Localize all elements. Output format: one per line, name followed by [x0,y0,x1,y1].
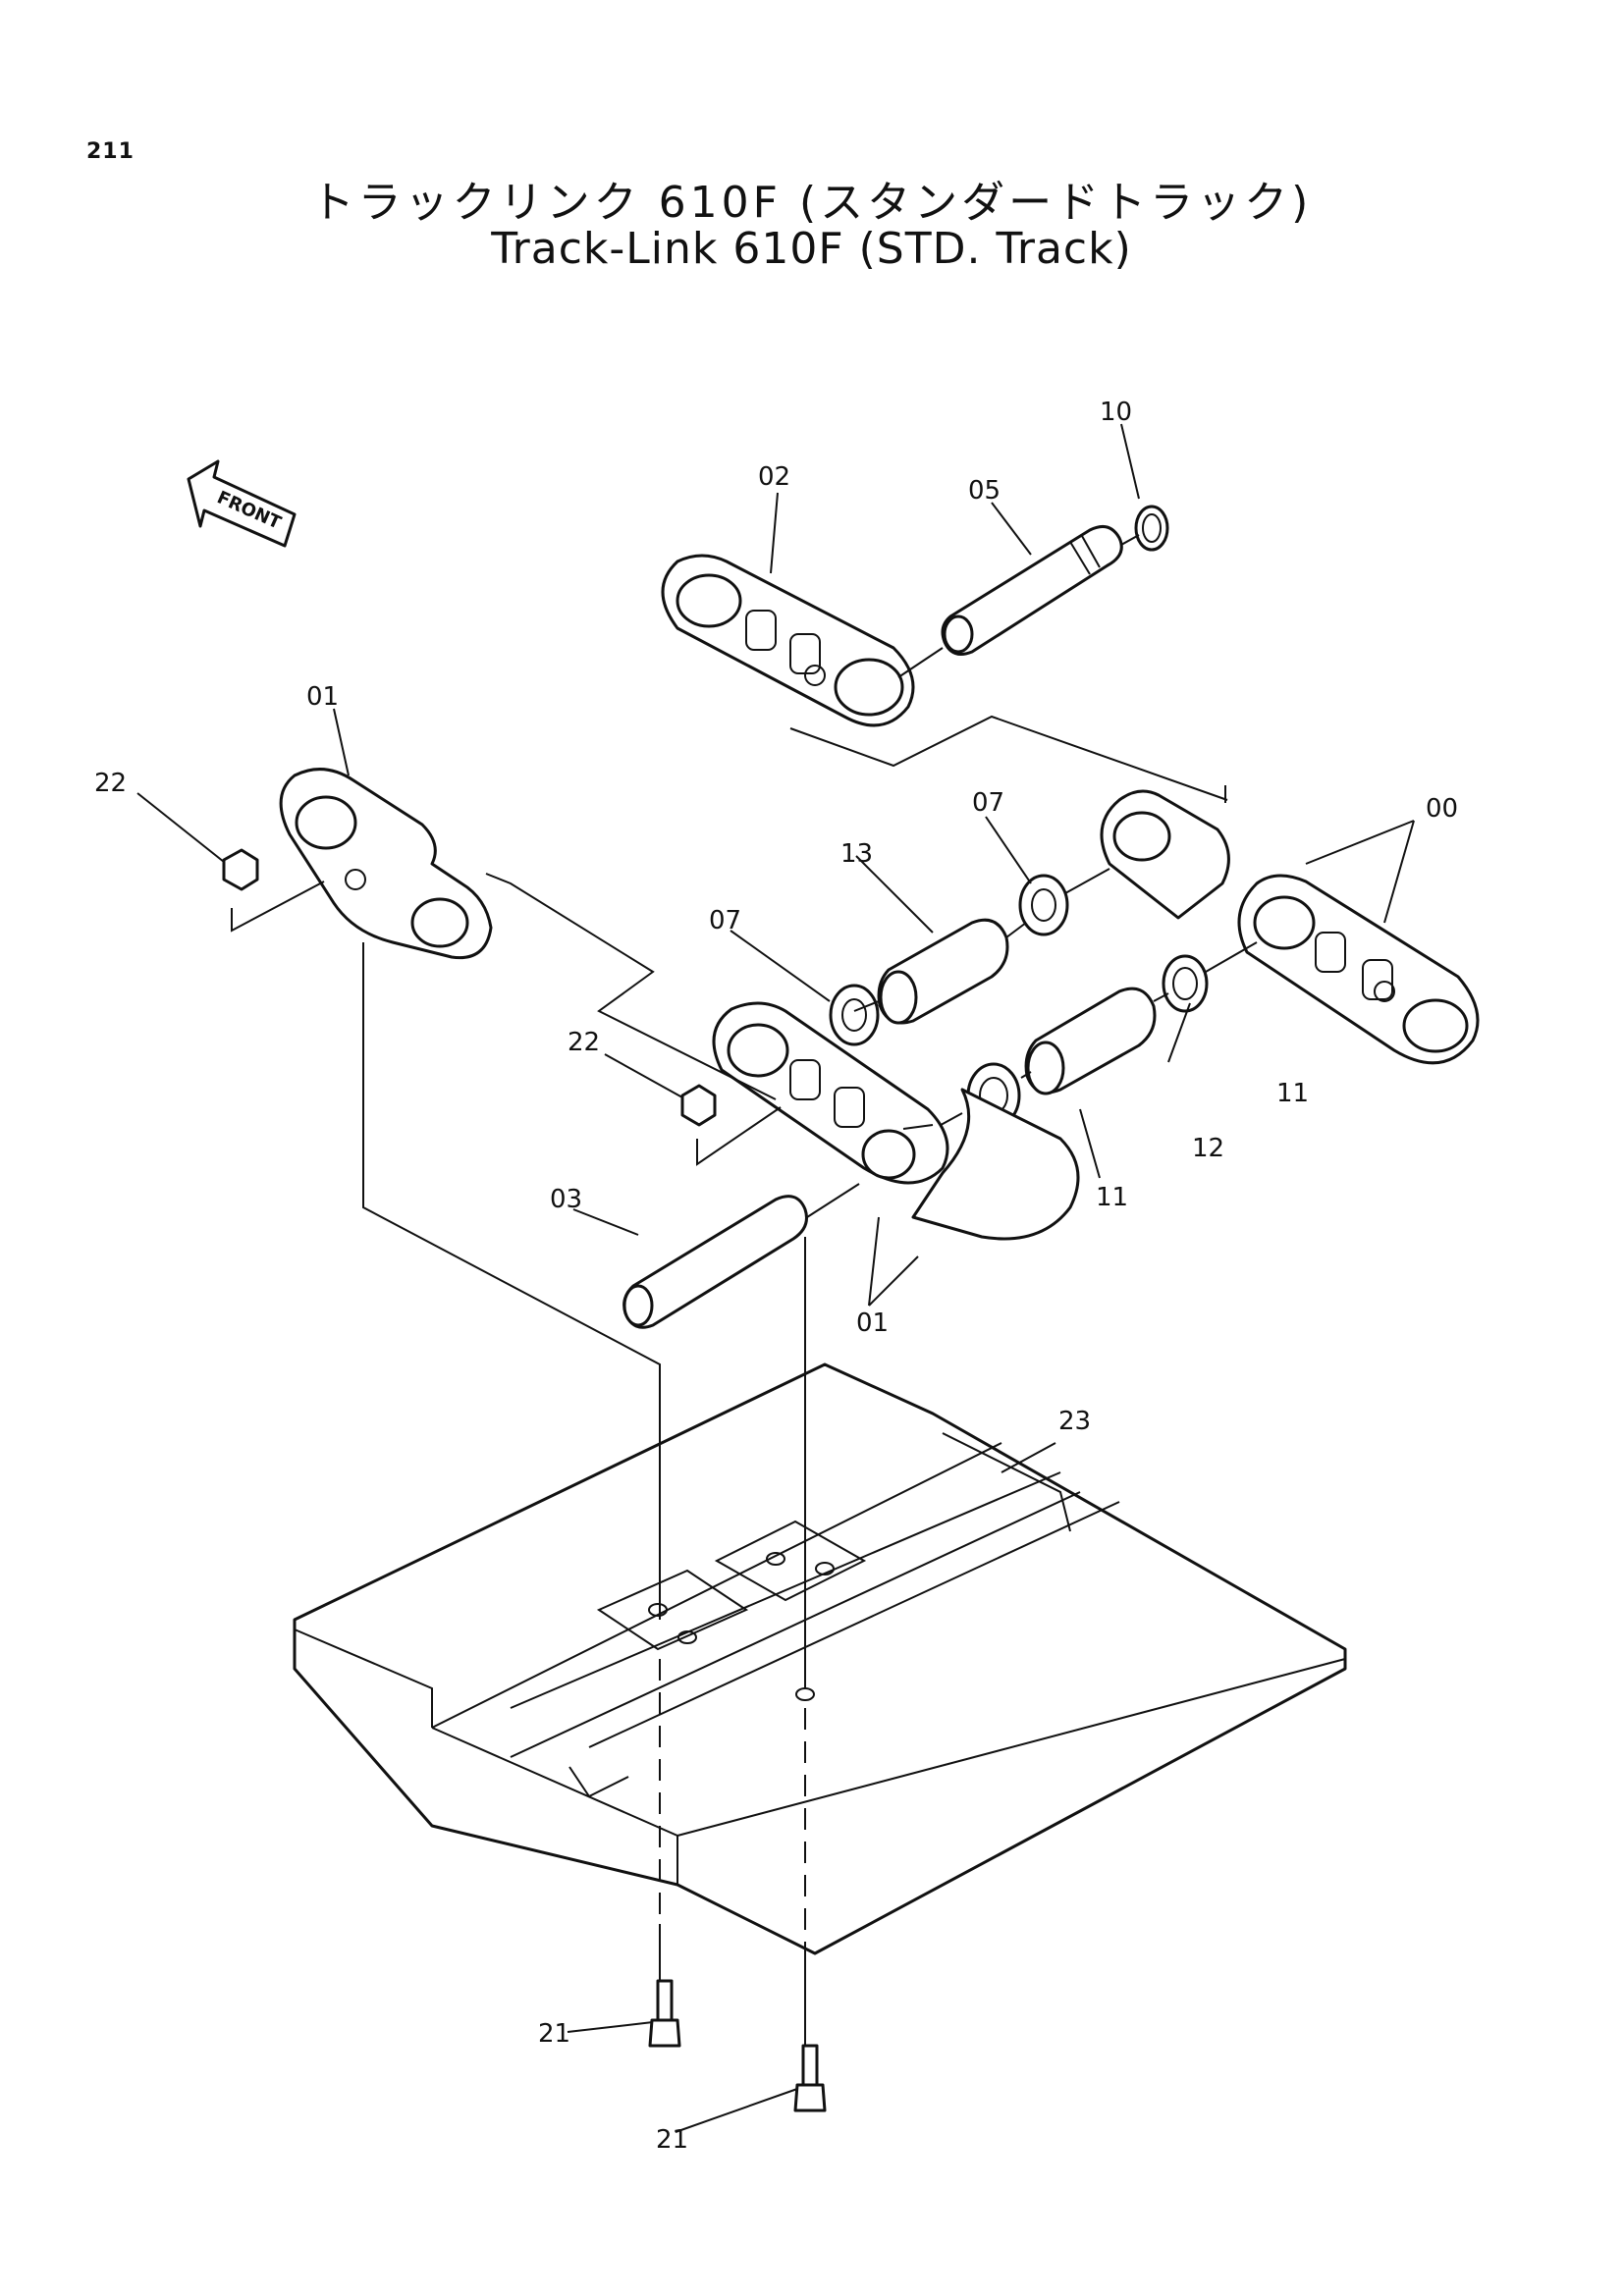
part-10-snap-ring [1134,505,1169,552]
callout-07-lower: 07 [709,906,741,935]
part-02-link [661,554,915,727]
callout-03: 03 [550,1185,582,1214]
callout-02: 02 [758,462,790,492]
callout-22-lower: 22 [568,1028,600,1057]
page-number: 211 [86,139,135,164]
callout-21-left: 21 [538,2019,570,2049]
callout-21-right: 21 [656,2125,688,2155]
part-03-pin [622,1195,808,1329]
callout-11-right: 11 [1276,1079,1309,1108]
front-arrow-icon: FRONT [187,459,297,548]
callout-23: 23 [1058,1407,1091,1436]
part-07-seal-lower [829,984,880,1046]
page-title-japanese: トラックリンク 610F (スタンダードトラック) [310,178,1313,228]
part-01-link-left [279,768,493,960]
callout-10: 10 [1100,398,1132,427]
callout-22-upper: 22 [94,769,127,798]
callout-07-upper: 07 [972,788,1004,818]
callout-00: 00 [1426,794,1458,824]
page-title-english: Track-Link 610F (STD. Track) [491,224,1132,274]
part-22-nut-upper [222,848,259,891]
part-22-nut-lower [680,1084,717,1127]
part-01-link-center [712,1001,1080,1241]
part-12-bushing [1024,987,1157,1095]
part-07-seal-upper [1018,874,1069,936]
callout-12: 12 [1192,1134,1224,1163]
part-00-link-assembly [1100,789,1480,1065]
callout-01-upper: 01 [306,682,339,712]
part-21-bolt-right [793,2044,827,2112]
callout-11-lower: 11 [1096,1183,1128,1212]
part-23-track-shoe [293,1362,1347,1955]
part-11-seal-upper [1162,954,1209,1013]
callout-05: 05 [968,476,1001,506]
callout-01-lower: 01 [856,1308,889,1338]
callout-13: 13 [840,839,873,869]
part-05-pin [941,524,1123,656]
part-13-bushing [877,918,1009,1025]
part-21-bolt-left [648,1979,681,2048]
